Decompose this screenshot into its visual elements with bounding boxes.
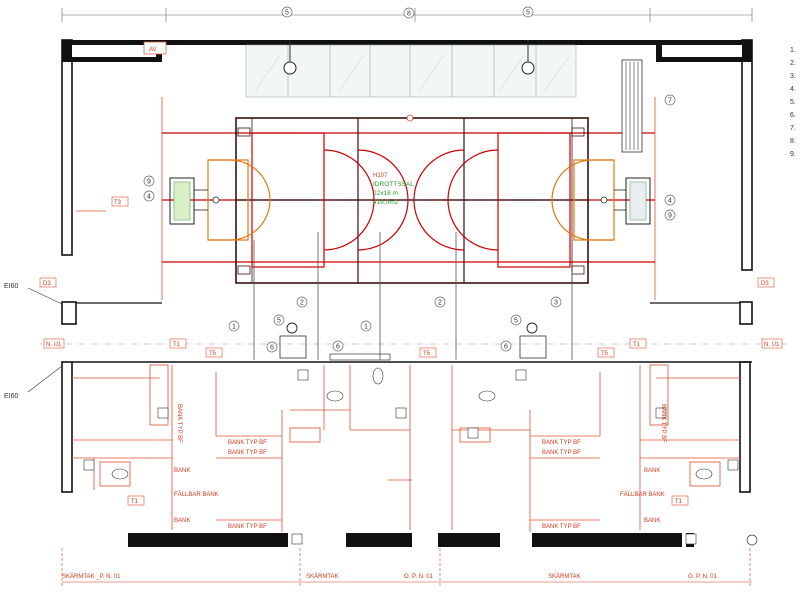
eq-bubble-3: 2	[300, 300, 304, 307]
tag-t5-c: T5	[601, 351, 609, 357]
eq-bubble-4: 6	[270, 345, 274, 352]
av-tag	[143, 41, 167, 55]
tag-t3: T3	[114, 200, 122, 206]
fire-rating-label-1: EI60	[4, 283, 19, 290]
legend-3: 3.	[790, 73, 796, 80]
fallbar-bank-right: FÄLLBAR BANK	[620, 491, 665, 498]
eq-bubble-8: 3	[554, 300, 558, 307]
tag-t5-b: T5	[423, 351, 431, 357]
skarmtak-left: SKÄRMTAK _P. N. 01	[62, 573, 121, 580]
eq-bubble-15: 9	[668, 213, 672, 220]
eq-bubble-14: 4	[668, 198, 672, 205]
eq-bubble-2: 5	[277, 318, 281, 325]
eq-bubble-5: 1	[364, 324, 368, 331]
legend-4: 4.	[790, 86, 796, 93]
tag-d3-right: D3	[761, 281, 769, 287]
legend-8: 8.	[790, 138, 796, 145]
bank-4: BANK	[644, 518, 660, 524]
bank-2: BANK	[174, 518, 190, 524]
bank-1: BANK	[174, 468, 190, 474]
tags: T3 D3 D3 N. U1 N. U1 T1 T1 T5 T5 T5 T1 T…	[39, 196, 783, 506]
av-tag-label: AV	[149, 47, 157, 53]
legend-1: 1.	[790, 47, 796, 54]
eq-bubble-11: 7	[668, 98, 672, 105]
fallbar-bank-left: FÄLLBAR BANK	[174, 491, 219, 498]
bank-typ-bf-vert-left: BANK TYP BF	[176, 404, 182, 443]
room-area: 416,0m2	[373, 199, 399, 206]
bank-typ-bf-5: BANK TYP BF	[542, 450, 581, 456]
grid-bubble-5b-label: 5	[526, 10, 530, 17]
bottom-labels: SKÄRMTAK _P. N. 01 SKÄRMTAK O. P. N. 01 …	[61, 548, 752, 588]
tag-t1-b: T1	[633, 342, 641, 348]
outer-walls	[61, 39, 753, 547]
eq-bubble-12: 9	[147, 179, 151, 186]
tag-t1-left: T1	[131, 499, 139, 505]
eq-bubble-6: 6	[336, 344, 340, 351]
eq-bubble-7: 2	[438, 300, 442, 307]
locker-rooms	[72, 364, 758, 546]
tag-nu1-right: N. U1	[764, 342, 780, 348]
hall-room-label: H107 IDROTTSSAL 22x18 m 416,0m2	[373, 173, 414, 206]
legend-9: 9.	[790, 151, 796, 158]
eq-bubble-1: 1	[232, 324, 236, 331]
bank-typ-bf-1: BANK TYP BF	[228, 440, 267, 446]
bank-typ-bf-vert-right: BANK TYP BF	[660, 404, 666, 443]
tag-t5-a: T5	[209, 351, 217, 357]
legend-5: 5.	[790, 99, 796, 106]
skarmtak-center: SKÄRMTAK	[306, 573, 339, 580]
glazed-wall	[245, 40, 577, 98]
grid-bubble-5b	[522, 6, 534, 18]
tag-nu1-left: N. U1	[46, 342, 62, 348]
opn01-right: O. P. N. 01	[688, 574, 718, 580]
skarmtak-right: SKÄRMTAK	[548, 573, 581, 580]
equipment-number-bubbles: 1 5 2 6 1 6 2 3 5 6 7 9 4 4 9	[143, 94, 676, 353]
tag-d3-left: D3	[43, 281, 51, 287]
equipment	[253, 232, 573, 361]
legend-numbers: 1. 2. 3. 4. 5. 6. 7. 8. 9.	[790, 47, 796, 158]
legend-2: 2.	[790, 60, 796, 67]
tag-t1-right: T1	[675, 499, 683, 505]
bank-3: BANK	[644, 468, 660, 474]
bank-typ-bf-4: BANK TYP BF	[542, 440, 581, 446]
eq-bubble-9: 5	[514, 318, 518, 325]
bank-typ-bf-6: BANK TYP BF	[542, 524, 581, 530]
grid-bubble-5a	[281, 6, 293, 18]
room-number: H107	[373, 173, 388, 179]
grid-bubble-8-label: 8	[407, 11, 411, 18]
grid-bubble-5a-label: 5	[285, 10, 289, 17]
bank-typ-bf-3: BANK TYP BF	[228, 524, 267, 530]
room-dimensions: 22x18 m	[373, 190, 398, 197]
room-name: IDROTTSSAL	[373, 181, 414, 188]
eq-bubble-13: 4	[147, 194, 151, 201]
top-dimension-line: 5 8 5	[61, 6, 753, 22]
grid-bubble-8	[403, 7, 415, 19]
tag-t1-a: T1	[173, 342, 181, 348]
legend-7: 7.	[790, 125, 796, 132]
legend-6: 6.	[790, 112, 796, 119]
bank-typ-bf-2: BANK TYP BF	[228, 450, 267, 456]
sports-hall	[161, 59, 656, 300]
eq-bubble-10: 6	[504, 344, 508, 351]
fire-rating-label-2: EI60	[4, 393, 19, 400]
opn01-center: O. P. N. 01	[404, 574, 434, 580]
room-text: BANK TYP BF BANK TYP BF BANK TYP BF BANK…	[174, 404, 666, 530]
